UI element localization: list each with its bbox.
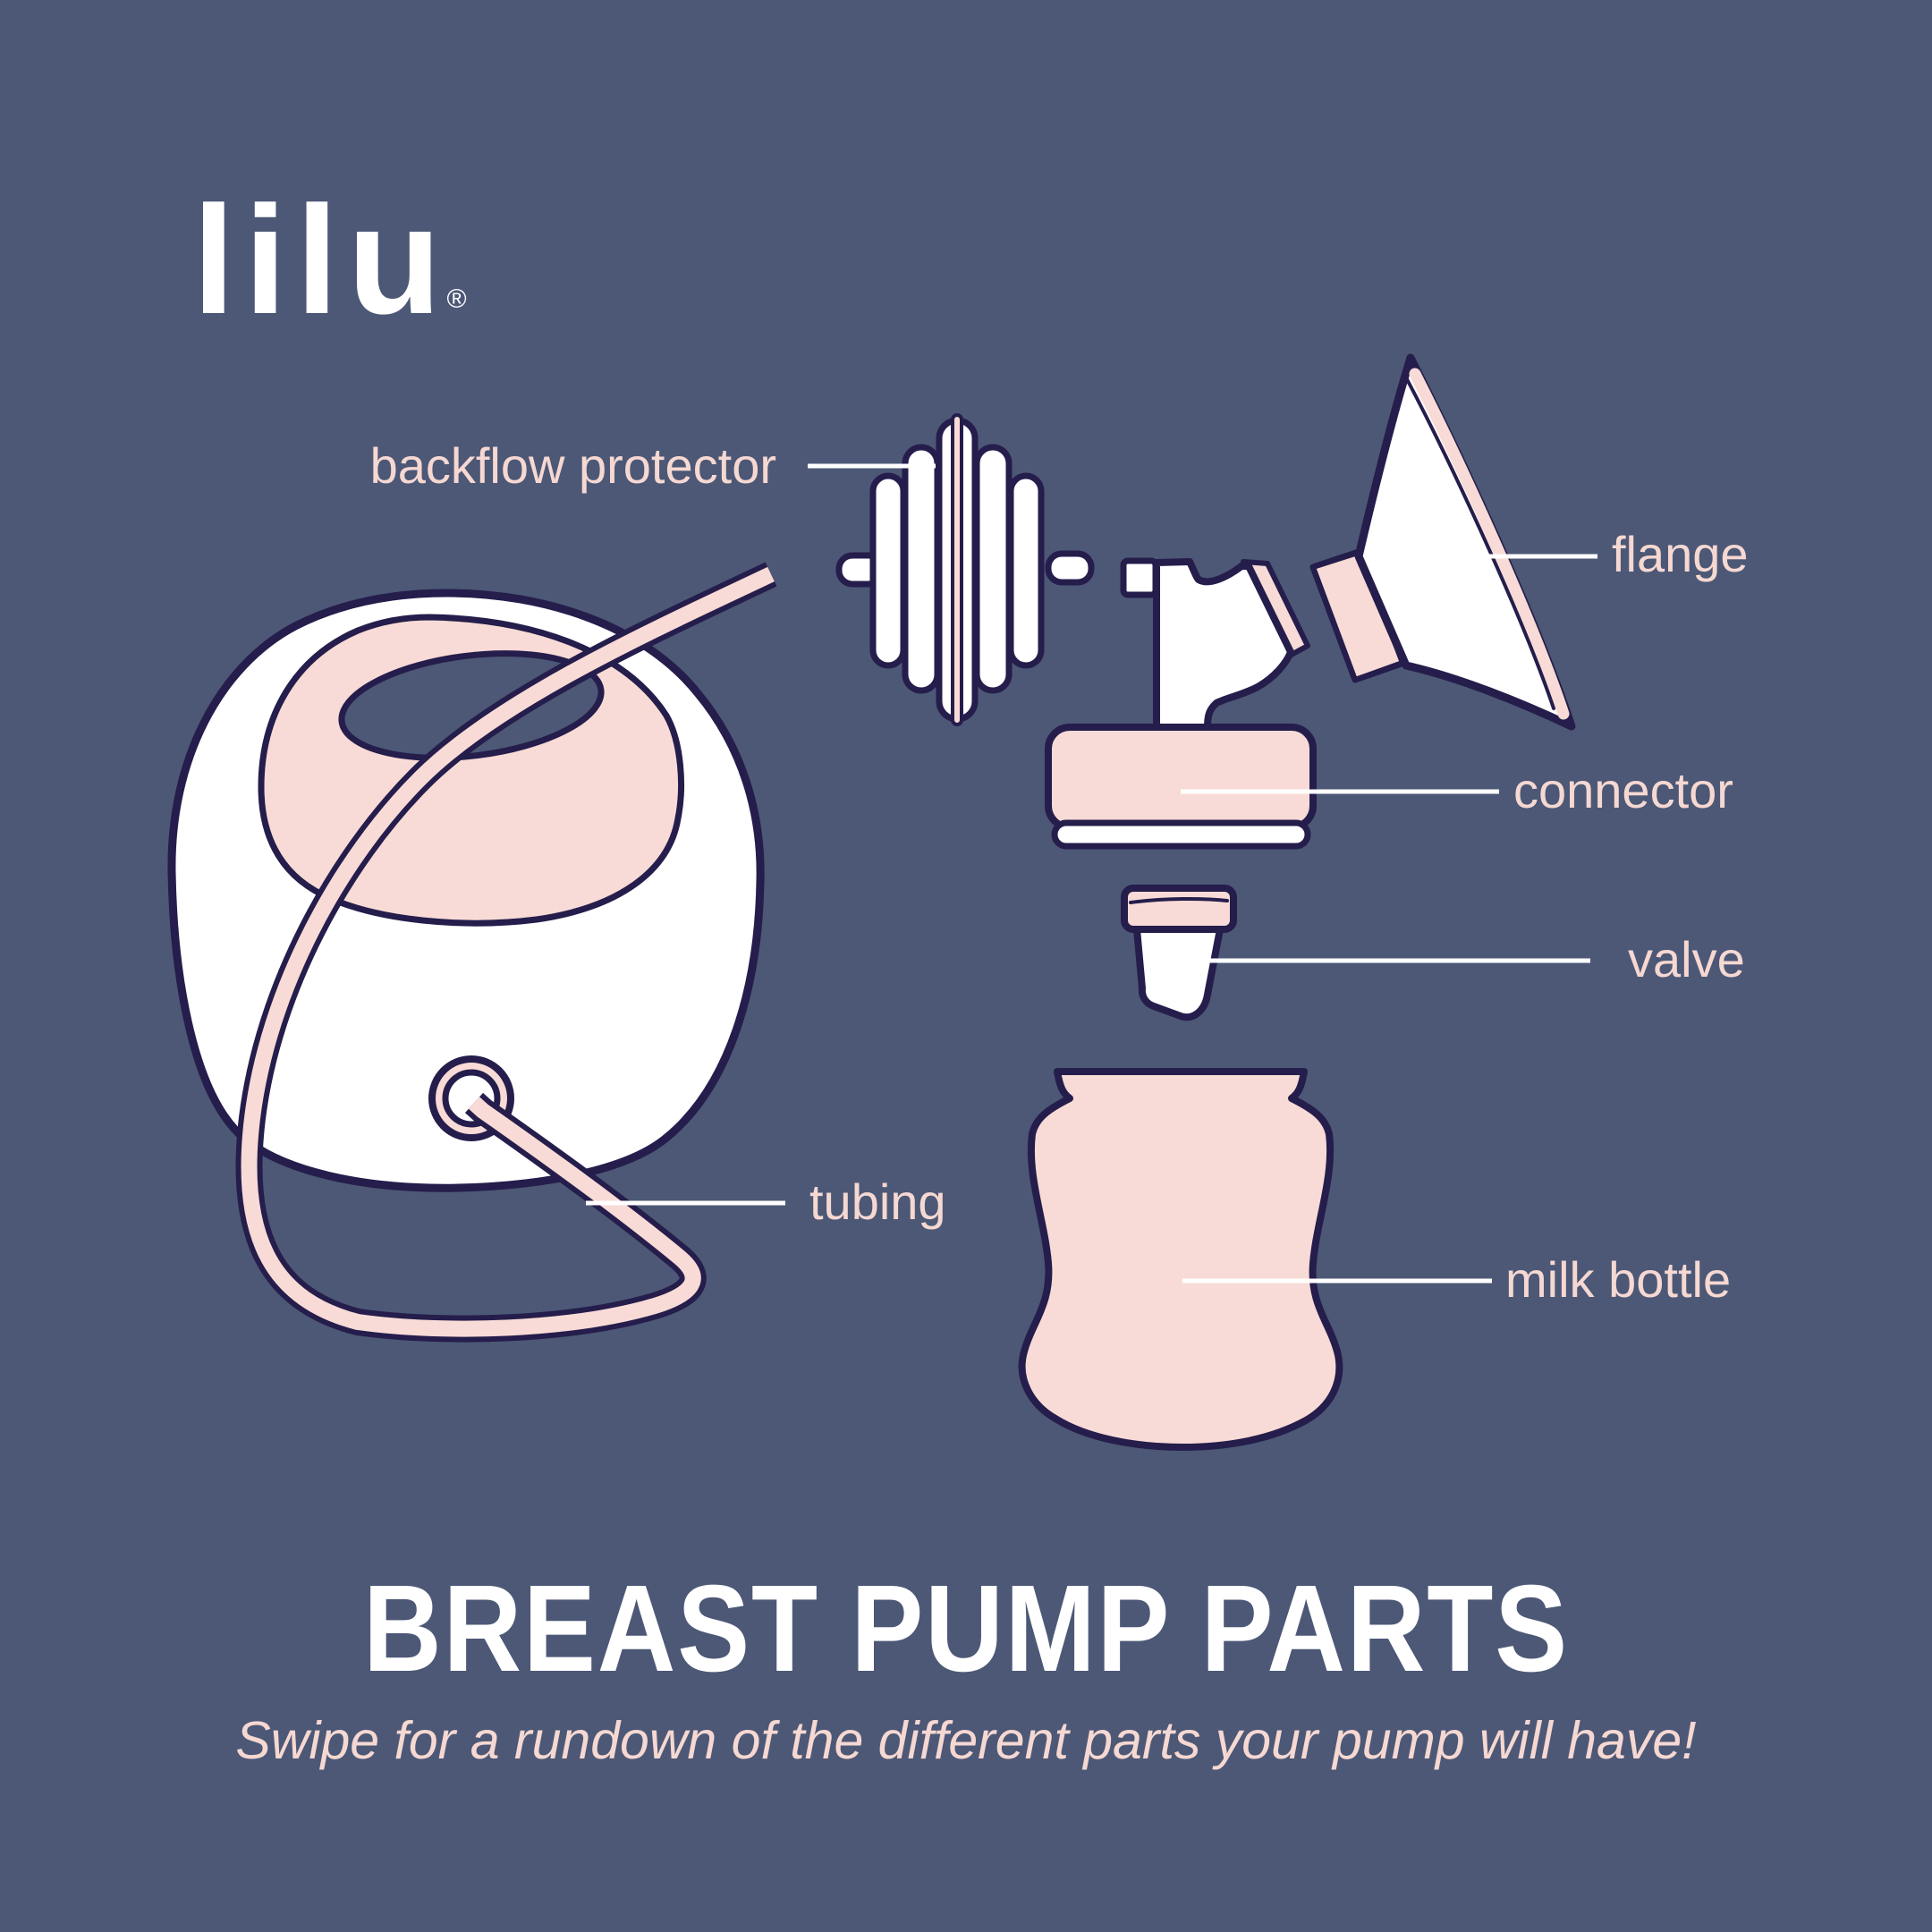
flange-cone-inner-highlight [1409,368,1570,720]
label-flange: flange [1612,526,1749,582]
valve-top-band [1121,885,1237,933]
pump-unit-illustration [167,589,765,1192]
leader-lines [586,463,1597,1284]
tubing-illustration [235,562,777,1343]
connector-block-base [1051,819,1311,850]
label-tubing: tubing [809,1174,946,1230]
label-backflow-protector: backflow protector [369,437,776,494]
backflow-disc-4 [973,444,1013,694]
brand-logo-text: lilu [192,174,451,346]
backflow-disc-5 [1007,472,1045,669]
tubing-core [241,566,775,1337]
milk-bottle-body [1018,1068,1343,1451]
label-connector: connector [1513,762,1733,818]
page-title: BREAST PUMP PARTS [363,1560,1569,1698]
backflow-disc-1 [869,472,907,669]
connector-body [1153,558,1294,731]
milk-bottle-illustration [1018,1068,1343,1451]
label-valve: valve [1628,931,1745,987]
label-milk-bottle: milk bottle [1505,1251,1732,1308]
backflow-membrane-line [951,413,963,726]
registered-trademark-symbol: ® [446,284,467,314]
valve-illustration [1121,885,1237,1021]
connector-top-tab [1120,557,1159,598]
backflow-protector-illustration [835,413,1095,726]
connector-block [1045,724,1317,831]
backflow-disc-2 [902,444,941,694]
flange-illustration [1309,353,1576,731]
connector-illustration [1045,557,1317,850]
backflow-nub-right [1045,550,1095,586]
brand-logo: lilu® [192,183,470,337]
page-subtitle: Swipe for a rundown of the different par… [235,1711,1697,1770]
flange-cone-inner-line [1405,377,1555,710]
valve-body [1133,926,1224,1021]
valve-rim-line [1129,896,1229,904]
